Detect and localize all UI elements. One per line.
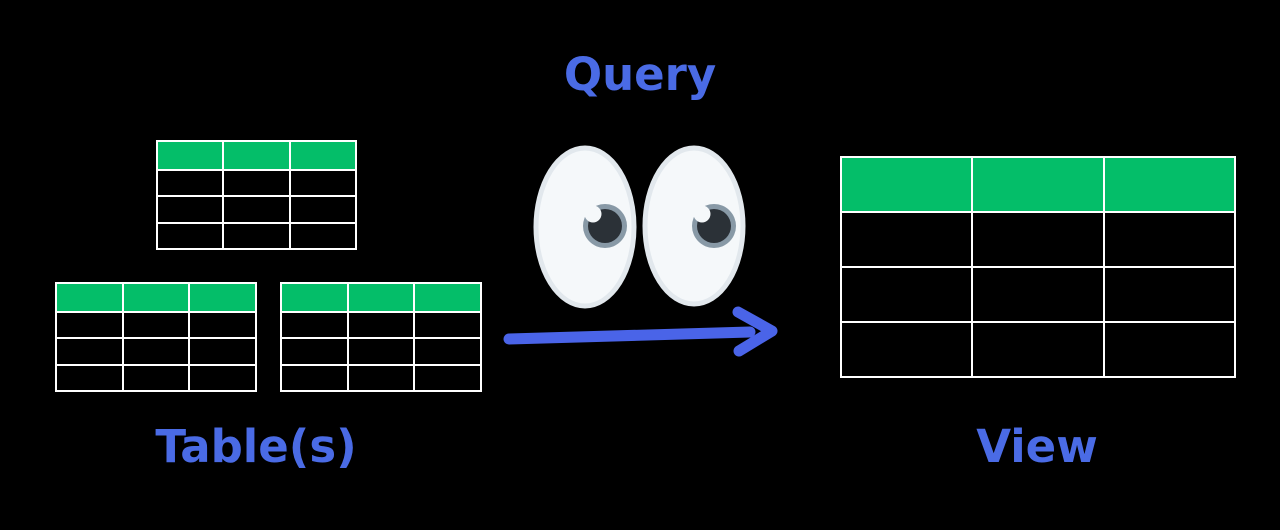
- table-body-cell: [415, 313, 480, 338]
- query-label: Query: [563, 48, 717, 101]
- table-header-cell: [348, 284, 414, 311]
- table-body-cell: [158, 171, 223, 196]
- table-body-cell: [158, 223, 223, 248]
- table-header-cell: [973, 158, 1103, 211]
- source-table-top: [156, 140, 357, 250]
- table-body-cell: [348, 339, 414, 364]
- table-body-cell: [224, 223, 289, 248]
- table-body-cell: [190, 365, 255, 390]
- table-body-cell: [1104, 323, 1234, 376]
- table-header-cell: [1104, 158, 1234, 211]
- table-body-cell: [57, 365, 122, 390]
- view-table: [840, 156, 1236, 378]
- table-body-cell: [842, 323, 972, 376]
- table-body-cell: [290, 171, 355, 196]
- table-body-cell: [415, 365, 480, 390]
- table-body-cell: [282, 339, 347, 364]
- view-label: View: [976, 420, 1098, 473]
- table-body-cell: [123, 365, 189, 390]
- table-body-cell: [282, 365, 347, 390]
- table-body-cell: [224, 197, 289, 222]
- table-body-cell: [123, 313, 189, 338]
- tables-label: Table(s): [155, 420, 357, 473]
- table-header-cell: [123, 284, 189, 311]
- eyes-icon: [533, 145, 746, 309]
- table-body-cell: [290, 197, 355, 222]
- table-body-cell: [415, 339, 480, 364]
- table-body-cell: [282, 313, 347, 338]
- table-header-cell: [290, 142, 355, 169]
- table-header-cell: [415, 284, 480, 311]
- table-body-cell: [158, 197, 223, 222]
- table-body-cell: [290, 223, 355, 248]
- table-header-cell: [158, 142, 223, 169]
- source-table-bottom-right: [280, 282, 482, 392]
- table-header-cell: [190, 284, 255, 311]
- table-body-cell: [57, 313, 122, 338]
- arrow-right-icon: [503, 306, 778, 357]
- source-table-bottom-left: [55, 282, 257, 392]
- table-body-cell: [973, 268, 1103, 321]
- table-body-cell: [842, 213, 972, 266]
- table-header-cell: [282, 284, 347, 311]
- table-body-cell: [973, 213, 1103, 266]
- table-body-cell: [973, 323, 1103, 376]
- table-body-cell: [1104, 213, 1234, 266]
- right-pupil: [692, 204, 736, 248]
- table-body-cell: [842, 268, 972, 321]
- table-body-cell: [57, 339, 122, 364]
- table-body-cell: [224, 171, 289, 196]
- table-body-cell: [190, 313, 255, 338]
- table-header-cell: [224, 142, 289, 169]
- table-header-cell: [842, 158, 972, 211]
- table-body-cell: [123, 339, 189, 364]
- table-header-cell: [57, 284, 122, 311]
- left-pupil: [583, 204, 627, 248]
- table-body-cell: [348, 313, 414, 338]
- table-body-cell: [348, 365, 414, 390]
- table-body-cell: [190, 339, 255, 364]
- table-body-cell: [1104, 268, 1234, 321]
